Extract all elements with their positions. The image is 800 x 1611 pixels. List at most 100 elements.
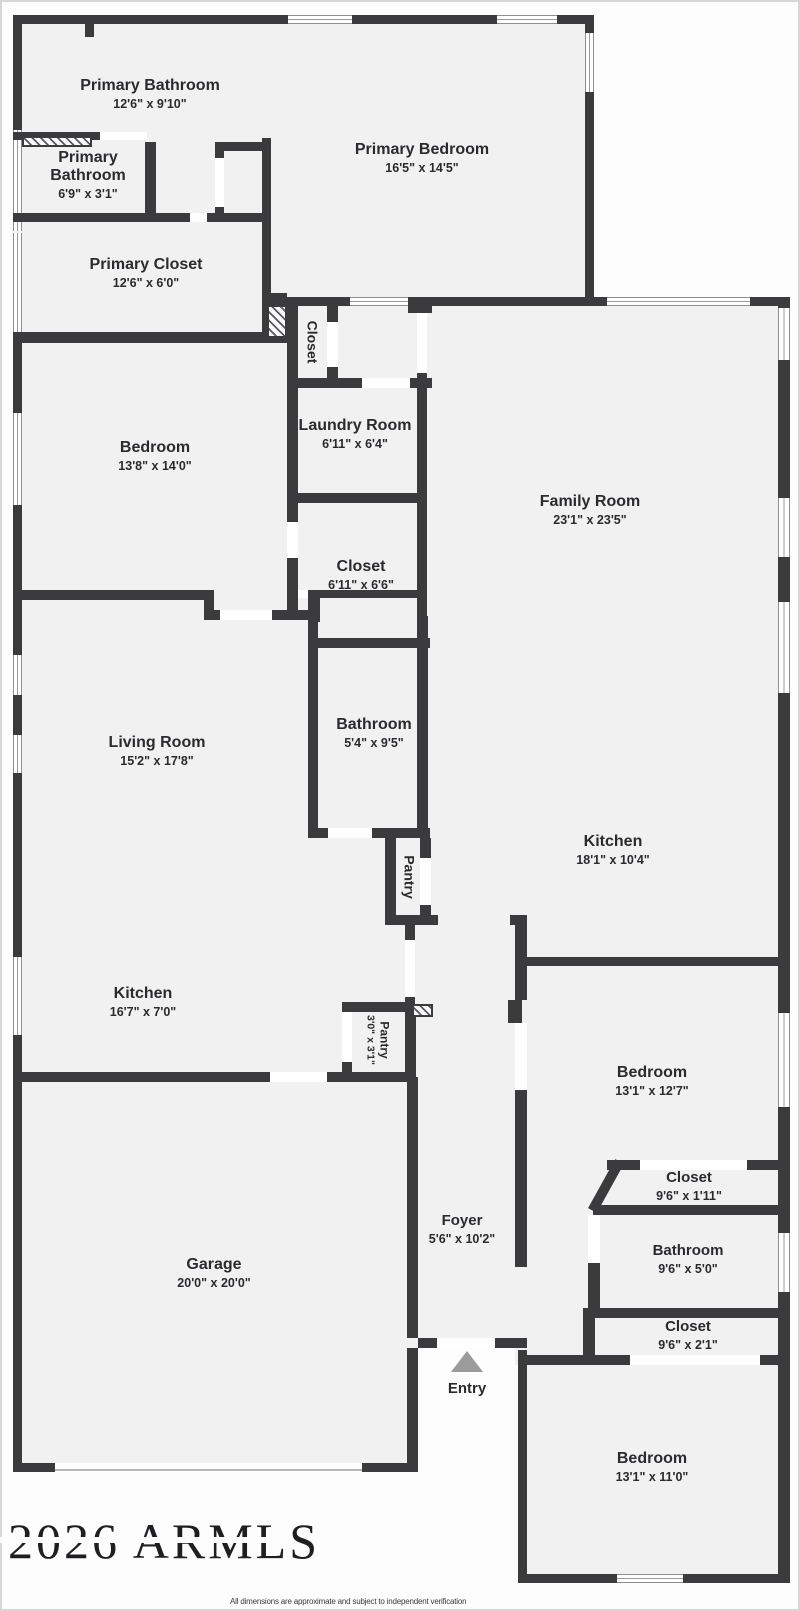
- room-label-kitchen-west: Kitchen 16'7" x 7'0": [109, 985, 177, 1019]
- wall: [308, 590, 320, 622]
- wall: [495, 1338, 527, 1348]
- footer-disclaimer: All dimensions are approximate and subje…: [230, 1597, 467, 1606]
- wall: [750, 297, 790, 306]
- wall: [155, 213, 190, 222]
- wall: [215, 142, 224, 158]
- wall: [778, 1107, 790, 1233]
- room-label-primary-bathroom-main: Primary Bathroom 12'6" x 9'10": [80, 77, 220, 111]
- door-opening: [287, 522, 298, 558]
- room-label-pantry-hall: Pantry: [401, 855, 418, 899]
- room-area: [13, 1072, 418, 1472]
- wall: [327, 367, 338, 388]
- wall: [287, 493, 427, 503]
- wall: [557, 15, 594, 24]
- wall: [778, 297, 790, 308]
- door-opening: [405, 940, 415, 997]
- room-label-living-room: Living Room 15'2" x 17'8": [108, 734, 206, 768]
- window: [778, 1233, 790, 1292]
- wall: [407, 1077, 418, 1338]
- window: [497, 15, 557, 24]
- wall: [385, 915, 438, 925]
- room-label-bedroom-east: Bedroom 13'1" x 12'7": [615, 1064, 689, 1098]
- wall: [204, 590, 214, 620]
- wall: [85, 24, 94, 37]
- wall: [13, 590, 204, 600]
- room-label-bedroom-nw: Bedroom 13'8" x 14'0": [118, 439, 192, 473]
- window: [617, 1574, 683, 1583]
- hatch-fixture: [412, 1004, 433, 1017]
- wall: [13, 695, 22, 735]
- wall: [342, 1002, 415, 1012]
- wall: [405, 1007, 416, 1077]
- door-opening: [342, 1012, 352, 1062]
- room-label-primary-bathroom-small: Primary Bathroom 6'9" x 3'1": [50, 149, 126, 201]
- door-opening: [270, 1072, 327, 1082]
- wall: [778, 1292, 790, 1583]
- room-label-foyer: Foyer 5'6" x 10'2": [428, 1212, 496, 1246]
- room-area: [405, 915, 527, 1348]
- wall: [308, 828, 328, 838]
- room-label-primary-closet: Primary Closet 12'6" x 6'0": [89, 256, 203, 290]
- room-label-bathroom-mid: Bathroom 5'4" x 9'5": [336, 716, 412, 750]
- door-opening: [640, 1160, 747, 1170]
- wall: [385, 833, 396, 925]
- door-opening: [630, 1355, 760, 1365]
- wall: [327, 305, 338, 322]
- wall: [13, 505, 22, 655]
- window: [13, 413, 22, 505]
- wall: [13, 15, 288, 24]
- wall: [417, 503, 427, 616]
- entry-label: Entry: [447, 1380, 487, 1397]
- wall: [405, 925, 415, 940]
- room-label-closet-21: Closet 9'6" x 2'1": [658, 1318, 718, 1352]
- wall: [207, 213, 271, 222]
- window: [350, 297, 408, 306]
- door-opening: [327, 322, 338, 367]
- door-opening: [417, 306, 427, 373]
- wall: [518, 1350, 527, 1583]
- wall: [272, 610, 308, 620]
- wall: [760, 1355, 790, 1365]
- wall: [420, 838, 431, 858]
- wall: [607, 1160, 640, 1170]
- room-area: [13, 15, 594, 343]
- wall: [408, 298, 432, 313]
- hatch-fixture: [267, 305, 287, 338]
- wall: [262, 138, 271, 342]
- room-label-bathroom-se: Bathroom 9'6" x 5'0": [652, 1242, 724, 1276]
- wall: [508, 1000, 522, 1023]
- wall: [778, 557, 790, 602]
- wall: [362, 1463, 418, 1472]
- wall: [527, 1355, 630, 1365]
- door-opening: [328, 828, 372, 838]
- window: [585, 33, 594, 92]
- door-opening: [362, 378, 410, 388]
- door-opening: [515, 1023, 527, 1090]
- wall: [417, 616, 428, 838]
- wall: [418, 1338, 437, 1348]
- wall: [308, 615, 318, 838]
- wall: [588, 1308, 790, 1318]
- wall: [372, 828, 430, 838]
- room-area: [518, 1350, 790, 1583]
- wall: [420, 905, 431, 915]
- wall: [13, 15, 22, 130]
- room-label-closet-111: Closet 9'6" x 1'11": [656, 1169, 722, 1203]
- wall: [408, 297, 607, 306]
- wall: [407, 1348, 418, 1472]
- wall: [583, 1308, 595, 1365]
- window: [778, 1013, 790, 1107]
- wall: [515, 957, 527, 1000]
- room-label-closet-mid: Closet 6'11" x 6'6": [328, 558, 394, 592]
- entry-arrow-icon: [451, 1351, 483, 1372]
- wall: [287, 378, 298, 503]
- wall: [417, 373, 427, 503]
- wall: [527, 957, 787, 966]
- wall: [510, 915, 527, 925]
- garage-door-line: [55, 1469, 362, 1471]
- door-opening: [190, 213, 207, 222]
- wall: [13, 333, 22, 413]
- wall: [327, 1072, 415, 1082]
- wall: [316, 590, 427, 598]
- wall: [515, 1090, 527, 1267]
